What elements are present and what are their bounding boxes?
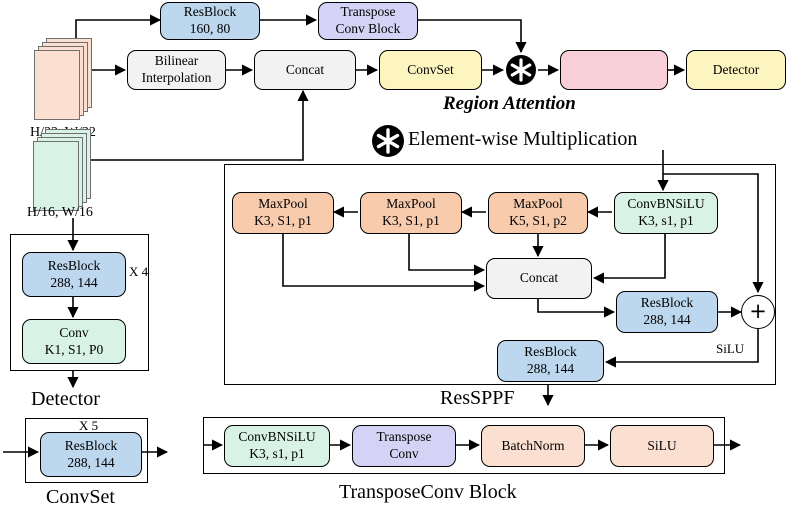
legend-multiply-icon [372,125,404,157]
detector-frame [10,234,149,371]
convset-resblock: ResBlock 288, 144 [40,432,142,477]
resspff-convbnsilu-params: K3, s1, p1 [638,213,694,228]
detector-conv-params: K1, S1, P0 [44,341,104,357]
arrow-plus-to-resblock2 [604,329,759,368]
resspff-maxpool-k3-a-params: K3, S1, p1 [382,213,440,228]
detector-resblock: ResBlock 288, 144 [22,252,126,297]
concat-top: Concat [254,50,356,90]
transpose-conv-block-line1: Transpose [340,4,396,20]
arrow-maxpool2-to-concat [408,234,486,276]
tc-transpose-conv: Transpose Conv [352,425,456,467]
bilinear-interpolation-line1: Bilinear [154,53,199,69]
tc-batchnorm: BatchNorm [481,425,585,467]
detector-top: Detector [686,50,786,90]
convset-top: ConvSet [379,50,482,90]
resspff-maxpool-k5-title: MaxPool [513,196,563,212]
resspff-resblock-1-title: ResBlock [640,295,694,311]
arrow-maxpool3-to-concat [282,234,486,292]
convset-repeat-label: X 5 [79,418,99,433]
detector-conv-title: Conv [59,324,89,340]
resspff-resblock-2-title: ResBlock [524,344,577,360]
resblock-160-80-title: ResBlock [183,4,237,20]
fine-input-label: H/16, W/16 [27,205,93,220]
resspff-maxpool-k3-b-title: MaxPool [258,196,308,212]
detector-conv: Conv K1, S1, P0 [22,319,126,364]
convset-resblock-title: ResBlock [64,437,118,453]
convset-caption: ConvSet [46,486,115,508]
region-attention-label: Region Attention [443,93,576,114]
resspff-top [560,50,668,90]
resspff-resblock-2: ResBlock 288, 144 [497,340,604,382]
detector-repeat-label: X 4 [129,264,149,279]
resblock-160-80-params: 160, 80 [189,21,231,36]
resspff-resblock-1: ResBlock 288, 144 [616,291,718,333]
resspff-frame [224,164,776,385]
arrow-skip-to-plus [663,173,764,294]
arrow-conv-to-concat [592,234,666,284]
resspff-resblock-2-params: 288, 144 [526,361,575,376]
resspff-concat: Concat [486,258,592,299]
convset-frame [25,418,148,483]
add-node-plus: + [741,295,775,329]
transposeconv-caption: TransposeConv Block [339,481,517,503]
arrow-fine-to-concat [80,89,309,161]
tc-convbnsilu: ConvBNSiLU K3, s1, p1 [224,425,330,467]
transpose-conv-block-line2: Conv Block [335,21,401,36]
resspff-maxpool-k3-a: MaxPool K3, S1, p1 [360,192,462,234]
bilinear-interpolation-line2: Interpolation [141,70,212,85]
resspff-maxpool-k3-b: MaxPool K3, S1, p1 [232,192,334,234]
bilinear-interpolation: Bilinear Interpolation [127,50,226,90]
resspff-convbnsilu: ConvBNSiLU K3, s1, p1 [614,192,718,234]
resspff-maxpool-k3-b-params: K3, S1, p1 [254,213,312,228]
resspff-convbnsilu-title: ConvBNSiLU [627,196,705,212]
resspff-caption: ResSPPF [440,387,515,409]
tc-convbnsilu-title: ConvBNSiLU [238,429,316,445]
resspff-silu-label: SiLU [716,341,745,356]
arrow-transpose-to-multiply [418,19,527,54]
transpose-conv-block: Transpose Conv Block [318,2,418,40]
convset-resblock-params: 288, 144 [67,454,115,470]
detector-caption: Detector [31,388,100,410]
resspff-maxpool-k5-params: K5, S1, p2 [509,213,567,228]
resspff-resblock-1-params: 288, 144 [643,312,691,327]
resspff-maxpool-k5: MaxPool K5, S1, p2 [488,192,588,234]
multiply-symbol [506,55,536,85]
legend-multiply-text: Element-wise Multiplication [408,128,638,150]
tc-convbnsilu-params: K3, s1, p1 [249,446,305,461]
arrow-input-to-resblock [75,14,162,38]
detector-resblock-params: 288, 144 [50,274,98,290]
tc-silu: SiLU [610,425,714,467]
detector-resblock-title: ResBlock [47,257,101,273]
resblock-160-80: ResBlock 160, 80 [160,2,260,40]
tc-transpose-conv-line1: Transpose [376,429,432,445]
resspff-maxpool-k3-a-title: MaxPool [386,196,436,212]
transposeconv-frame [203,417,725,474]
tc-transpose-conv-line2: Conv [389,446,419,461]
arrow-concat-to-resblock1 [537,299,616,318]
plus-icon: + [749,298,767,323]
